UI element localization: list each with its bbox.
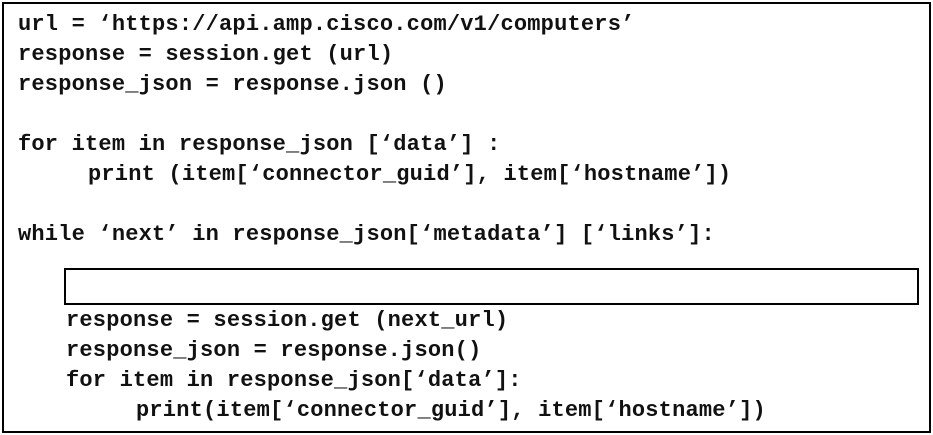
code-line-while-loop: while ‘next’ in response_json[‘metadata’…	[18, 222, 715, 247]
code-line-next-session-get: response = session.get (next_url)	[66, 308, 509, 333]
code-line-session-get: response = session.get (url)	[18, 42, 394, 67]
code-line-for-loop: for item in response_json [‘data’] :	[18, 132, 501, 157]
code-line-url: url = ‘https://api.amp.cisco.com/v1/comp…	[18, 12, 635, 37]
code-line-print: print (item[‘connector_guid’], item[‘hos…	[88, 162, 732, 187]
answer-blank-box[interactable]	[64, 268, 919, 305]
code-line-next-response-json: response_json = response.json()	[66, 338, 482, 363]
code-line-inner-for-loop: for item in response_json[‘data’]:	[66, 368, 522, 393]
code-line-response-json: response_json = response.json ()	[18, 72, 447, 97]
code-line-inner-print: print(item[‘connector_guid’], item[‘host…	[136, 398, 766, 423]
